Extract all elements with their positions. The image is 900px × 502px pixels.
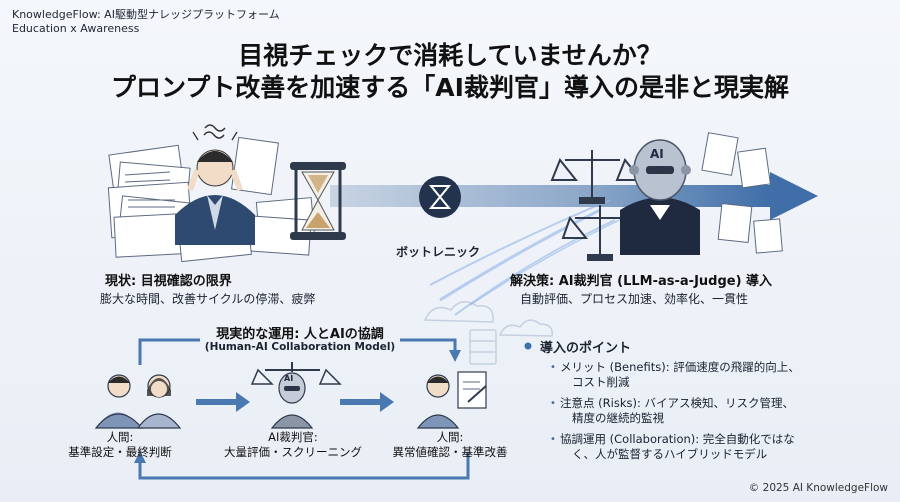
point-marker-2: •: [550, 398, 556, 409]
role-human-setup-title: 人間:: [106, 430, 134, 444]
role-human-review-title: 人間:: [436, 430, 464, 444]
ai-badge-small: AI: [284, 374, 293, 383]
points-list: メリット (Benefits): 評価速度の飛躍的向上、 コスト削減 注意点 (…: [560, 360, 880, 462]
point-marker-3: •: [550, 434, 556, 445]
point-benefits: メリット (Benefits): 評価速度の飛躍的向上、 コスト削減: [560, 360, 880, 390]
brand-header: KnowledgeFlow: AI駆動型ナレッジプラットフォーム Educati…: [12, 8, 280, 36]
point-risks-line2: 精度の継続的監視: [572, 411, 664, 425]
point-benefits-line1: メリット (Benefits): 評価速度の飛躍的向上、: [560, 360, 800, 374]
ai-judge-small-icon: [250, 362, 342, 429]
role-human-setup-desc: 基準設定・最終判断: [68, 445, 172, 459]
role-ai-judge-desc: 大量評価・スクリーニング: [224, 445, 362, 459]
current-heading: 現状: 目視確認の限界: [105, 274, 232, 289]
role-human-setup: 人間: 基準設定・最終判断: [60, 430, 180, 460]
stressed-person-icon: [175, 124, 255, 245]
humans-pair-icon: [94, 374, 182, 429]
role-human-review: 人間: 異常値確認・基準改善: [380, 430, 520, 460]
motion-swirl: [429, 199, 631, 316]
solution-heading: 解決策: AI裁判官 (LLM-as-a-Judge) 導入: [510, 274, 773, 289]
points-bullet-icon: [524, 342, 532, 350]
human-reviewer-icon: [416, 371, 487, 429]
point-benefits-line2: コスト削減: [572, 375, 630, 389]
bottleneck-label: ボットレニック: [396, 245, 481, 259]
brand-title: KnowledgeFlow: AI駆動型ナレッジプラットフォーム: [12, 8, 280, 21]
point-risks-line1: 注意点 (Risks): バイアス検知、リスク管理、: [560, 396, 794, 410]
point-collaboration-line2: く、人が監督するハイブリッドモデル: [572, 447, 768, 461]
realistic-heading: 現実的な運用: 人とAIの協調: [216, 327, 384, 342]
collaboration-flow: [134, 338, 470, 480]
realistic-subheading: (Human-AI Collaboration Model): [204, 341, 396, 353]
ai-judge-robot-icon: [620, 139, 700, 255]
bottleneck-icon: [419, 176, 461, 218]
role-human-review-desc: 異常値確認・基準改善: [392, 445, 508, 459]
current-desc: 膨大な時間、改善サイクルの停滞、疲弊: [100, 292, 316, 306]
main-title-line1: 目視チェックで消耗していませんか？: [238, 41, 662, 70]
point-collaboration-line1: 協調運用 (Collaboration): 完全自動化ではな: [560, 432, 795, 446]
point-markers: • • •: [550, 360, 556, 447]
ai-badge: AI: [650, 147, 664, 161]
cloud-servers-icon: [423, 301, 553, 365]
point-collaboration: 協調運用 (Collaboration): 完全自動化ではな く、人が監督するハ…: [560, 432, 880, 462]
points-title: 導入のポイント: [540, 341, 632, 356]
role-ai-judge-title: AI裁判官:: [268, 430, 318, 444]
footer-copyright: © 2025 AI KnowledgeFlow: [748, 482, 888, 494]
main-title-line2: プロンプト改善を加速する「AI裁判官」導入の是非と現実解: [111, 73, 789, 102]
documents-right: [701, 132, 783, 254]
hourglass-icon: [290, 162, 346, 240]
role-ai-judge: AI裁判官: 大量評価・スクリーニング: [218, 430, 368, 460]
collaboration-step-arrows: [196, 392, 394, 412]
solution-desc: 自動評価、プロセス加速、効率化、一貫性: [520, 292, 749, 306]
point-risks: 注意点 (Risks): バイアス検知、リスク管理、 精度の継続的監視: [560, 396, 880, 426]
point-marker-1: •: [550, 362, 556, 373]
brand-subtitle: Education x Awareness: [12, 22, 140, 35]
